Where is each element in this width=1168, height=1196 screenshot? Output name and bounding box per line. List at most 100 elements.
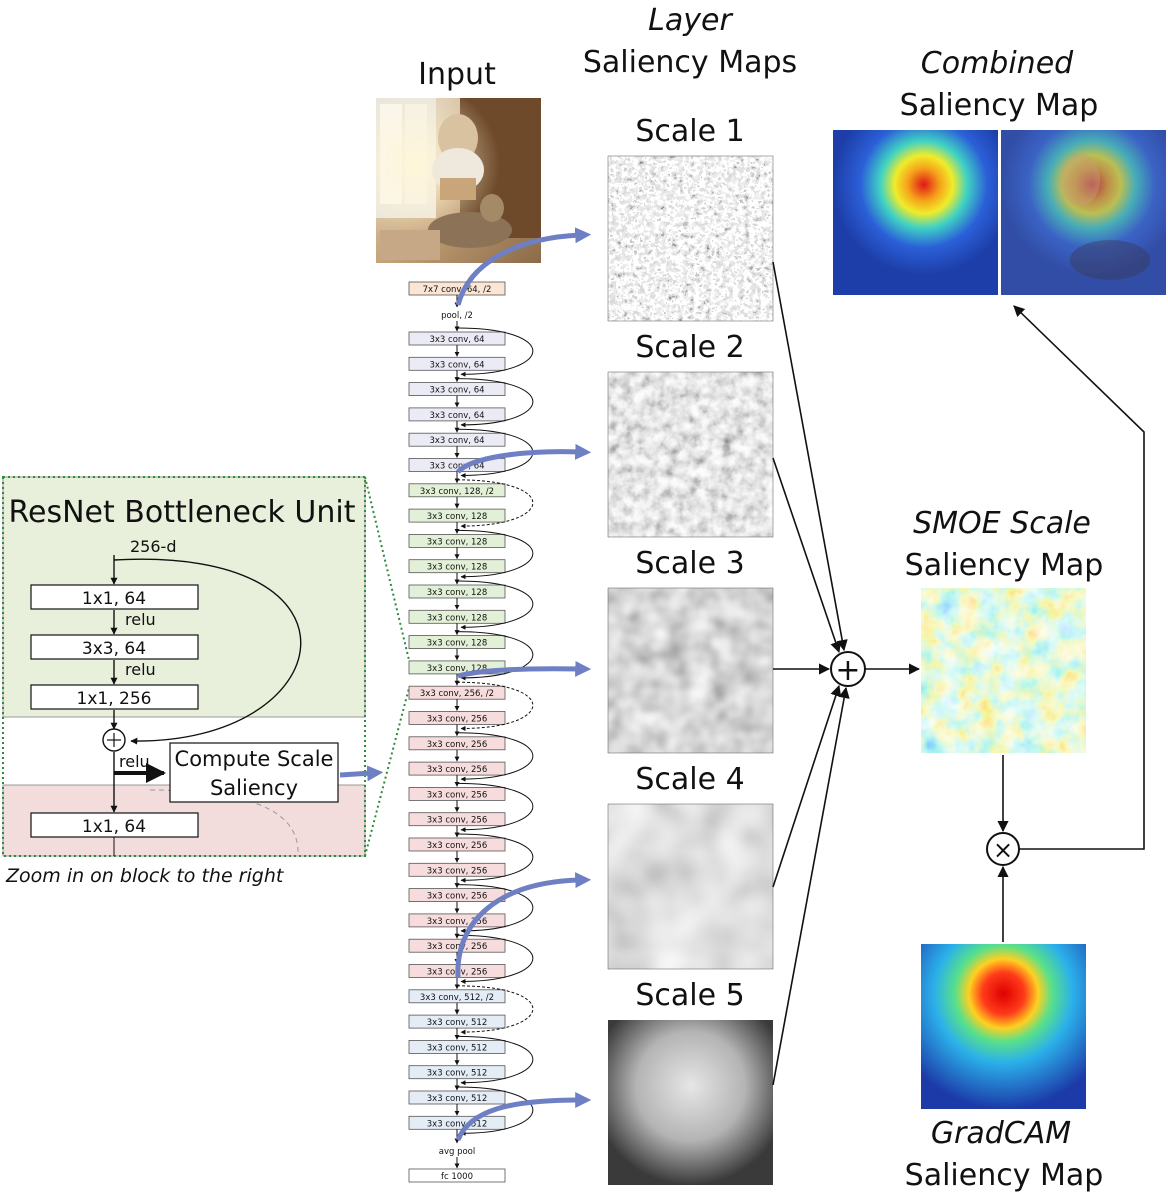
- bottleneck-input-dim: 256-d: [130, 537, 176, 556]
- skip-connection: [456, 732, 534, 782]
- bottleneck-layer-2: [30, 634, 199, 660]
- layer-block: fc 1000: [408, 1168, 506, 1183]
- svg-text:1x1, 64: 1x1, 64: [82, 817, 146, 837]
- layer-label: 3x3 conv, 128: [427, 613, 487, 623]
- bottleneck-layer-3: [30, 684, 199, 710]
- scale-label-2: Scale 2: [635, 330, 744, 365]
- layer-block: 3x3 conv, 128, /2: [408, 483, 506, 498]
- layer-block: 3x3 conv, 256: [408, 888, 506, 902]
- combined-heatmap: [833, 130, 998, 295]
- scale-map-4: [608, 804, 773, 969]
- layer-block: 3x3 conv, 512: [408, 1040, 506, 1054]
- bottleneck-layer-1: [30, 584, 199, 610]
- smoe-heatmap: [921, 588, 1086, 753]
- layer-block: 3x3 conv, 128: [408, 635, 506, 649]
- combined-header-line1: Combined: [921, 46, 1074, 81]
- skip-connection: [456, 884, 534, 934]
- layer-label: 3x3 conv, 128: [427, 639, 487, 649]
- smoe-header-line2: Saliency Map: [905, 548, 1104, 583]
- skip-connection: [456, 1035, 534, 1086]
- svg-text:1x1, 64: 1x1, 64: [82, 589, 146, 609]
- combined-overlay: [1001, 130, 1166, 295]
- layer-block: pool, /2: [441, 311, 473, 321]
- layer-block: 3x3 conv, 128: [408, 559, 506, 574]
- layer-label: 3x3 conv, 128: [427, 537, 487, 547]
- layer-block: 3x3 conv, 256: [408, 761, 506, 776]
- scale-label-1: Scale 1: [635, 114, 744, 149]
- accent-arrows: [339, 227, 592, 1142]
- skip-connection: [456, 782, 534, 833]
- layer-header-line2: Saliency Maps: [583, 45, 797, 80]
- svg-text:1x1, 256: 1x1, 256: [77, 689, 152, 709]
- svg-text:×: ×: [993, 836, 1013, 864]
- layer-block: 3x3 conv, 128: [408, 584, 506, 599]
- layer-block: 3x3 conv, 128: [408, 534, 506, 548]
- layer-block: 7x7 conv, 64, /2: [408, 281, 506, 296]
- scale-label-3: Scale 3: [635, 546, 744, 581]
- svg-text:Saliency: Saliency: [210, 776, 298, 800]
- skip-connection: [456, 378, 534, 428]
- smoe-header-line1: SMOE Scale: [913, 506, 1091, 541]
- skip-connection: [456, 1086, 534, 1136]
- layer-block: avg pool: [439, 1147, 476, 1157]
- layer-label: 3x3 conv, 128: [427, 563, 487, 573]
- layer-block: 3x3 conv, 64: [408, 331, 506, 346]
- input-header: Input: [418, 57, 496, 92]
- bottleneck-panel: ResNet Bottleneck Unit 256-d 1x1, 64 rel…: [2, 476, 410, 887]
- layer-header-line1: Layer: [648, 3, 733, 38]
- layer-block: 3x3 conv, 512: [408, 1115, 506, 1130]
- layer-label: 3x3 conv, 64: [429, 436, 484, 446]
- layer-label: 3x3 conv, 512: [427, 1018, 487, 1028]
- sum-operator: +: [830, 651, 866, 688]
- skip-connection: [456, 529, 534, 580]
- layer-label: 3x3 conv, 256: [427, 866, 487, 876]
- gradcam-header-line2: Saliency Map: [905, 1158, 1104, 1193]
- gradcam-heatmap: [921, 944, 1086, 1109]
- product-operator: ×: [986, 832, 1020, 866]
- layer-block: 3x3 conv, 256: [408, 913, 506, 928]
- gradcam-header-line1: GradCAM: [931, 1116, 1071, 1151]
- combined-saliency-map: [833, 130, 1166, 295]
- layer-block: 3x3 conv, 64: [408, 356, 506, 371]
- layer-label: 3x3 conv, 64: [429, 411, 484, 421]
- layer-block: 3x3 conv, 64: [408, 432, 506, 447]
- layer-block: 3x3 conv, 256: [408, 862, 506, 877]
- layer-label: 3x3 conv, 128: [427, 512, 487, 522]
- layer-label: 7x7 conv, 64, /2: [423, 285, 492, 295]
- layer-block: 3x3 conv, 512: [408, 1090, 506, 1105]
- layer-label: 3x3 conv, 256: [427, 816, 487, 826]
- layer-label: 3x3 conv, 512: [427, 1043, 487, 1053]
- layer-label: 3x3 conv, 512: [427, 1069, 487, 1079]
- svg-text:Compute Scale: Compute Scale: [175, 747, 334, 771]
- layer-label: 3x3 conv, 64: [429, 335, 484, 345]
- layer-block: 3x3 conv, 256: [408, 711, 506, 725]
- layer-label: 3x3 conv, 512: [427, 1119, 487, 1129]
- layer-block: 3x3 conv, 256: [408, 938, 506, 953]
- skip-connection: [456, 479, 534, 529]
- bottleneck-next-layer: [30, 812, 199, 838]
- layer-label: 3x3 conv, 256: [427, 917, 487, 927]
- scale-label-5: Scale 5: [635, 978, 744, 1013]
- layer-label: fc 1000: [441, 1172, 473, 1182]
- layer-label: 3x3 conv, 256: [427, 715, 487, 725]
- layer-block: 3x3 conv, 256: [408, 736, 506, 751]
- svg-text:3x3, 64: 3x3, 64: [82, 639, 146, 659]
- layer-block: 3x3 conv, 256, /2: [408, 685, 506, 700]
- layer-block: 3x3 conv, 128: [408, 609, 506, 624]
- layer-label: 3x3 conv, 64: [429, 462, 484, 472]
- relu-label-3: relu: [119, 752, 150, 771]
- scale-map-2: [608, 372, 773, 537]
- combined-header-line2: Saliency Map: [900, 88, 1099, 123]
- skip-connection: [456, 681, 534, 731]
- layer-label: 3x3 conv, 256: [427, 942, 487, 952]
- layer-label: 3x3 conv, 256: [427, 841, 487, 851]
- flow-arrows: [772, 261, 1145, 1086]
- scale-map-5: [608, 1020, 773, 1185]
- bottleneck-title: ResNet Bottleneck Unit: [9, 495, 356, 530]
- scale-map-1: [608, 156, 773, 321]
- relu-label-2: relu: [125, 660, 156, 679]
- resnet-layer-stack: 7x7 conv, 64, /2 pool, /2 3x3 conv, 64 3x3 …: [408, 281, 534, 1183]
- scale-label-4: Scale 4: [635, 762, 744, 797]
- layer-label: 3x3 conv, 512: [427, 1094, 487, 1104]
